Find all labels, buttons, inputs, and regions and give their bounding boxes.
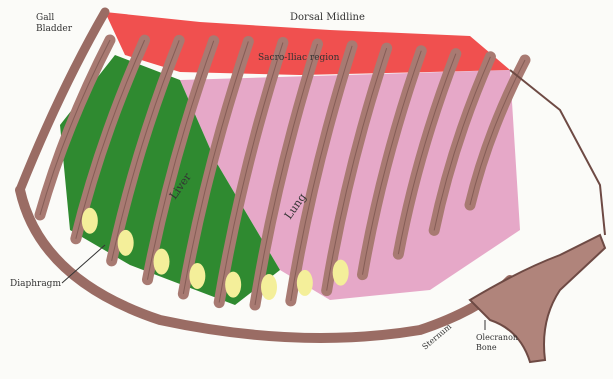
gall-bladder-line-2: Bladder [36, 24, 73, 34]
gall-bladder-label: Gall Bladder [36, 13, 73, 34]
diaphragm-patch-4 [189, 263, 205, 289]
gall-bladder-line-1: Gall [36, 13, 54, 23]
diaphragm-patch-8 [333, 260, 349, 286]
dorsal-spine-line [510, 70, 605, 235]
sacroiliac-label: Sacro-Iliac region [258, 53, 340, 63]
diaphragm-patch-6 [261, 274, 277, 300]
olecranon-line-1: Olecranon [476, 333, 518, 342]
dorsal-midline-label: Dorsal Midline [290, 12, 365, 23]
diaphragm-patch-2 [118, 230, 134, 256]
diaphragm-patch-7 [297, 270, 313, 296]
diaphragm-label: Diaphragm [10, 279, 61, 289]
diaphragm-patch-1 [82, 208, 98, 234]
olecranon-label: Olecranon Bone [476, 333, 521, 352]
olecranon-line-2: Bone [476, 343, 497, 352]
diaphragm-patch-5 [225, 272, 241, 298]
diaphragm-patch-3 [154, 249, 170, 275]
